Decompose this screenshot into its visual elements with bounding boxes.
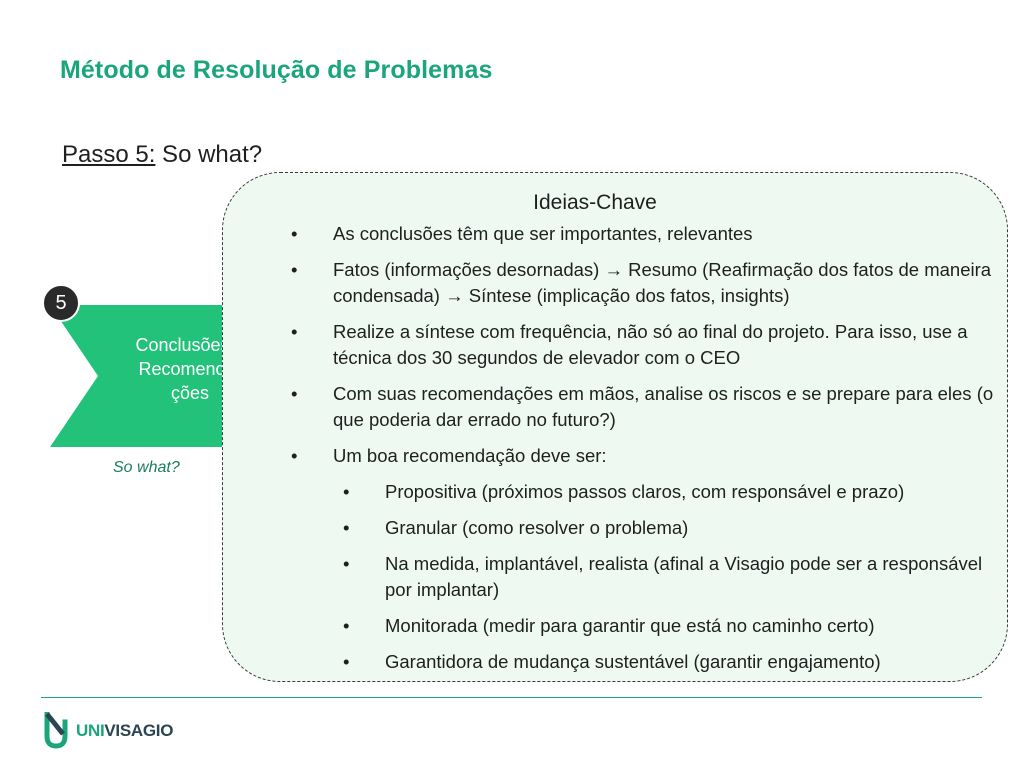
bullet-item: • Realize a síntese com frequência, não s… bbox=[291, 319, 999, 371]
chevron-label-line: Conclusões e bbox=[135, 335, 245, 355]
bullet-item: • As conclusões têm que ser importantes, … bbox=[291, 221, 999, 247]
chevron-label-line: Recomenda- bbox=[138, 359, 242, 379]
bullet-icon: • bbox=[291, 445, 298, 466]
bullet-text: Monitorada (medir para garantir que está… bbox=[385, 615, 875, 636]
bullet-text: As conclusões têm que ser importantes, r… bbox=[333, 223, 753, 244]
step-text: So what? bbox=[155, 141, 263, 168]
sub-bullet-item: • Propositiva (próximos passos claros, co… bbox=[343, 479, 999, 505]
univisagio-logo: UNIVISAGIO bbox=[42, 712, 173, 750]
logo-wordmark-visagio: VISAGIO bbox=[104, 721, 174, 740]
chevron-label-line: ções bbox=[170, 383, 210, 403]
footer-divider bbox=[41, 697, 982, 698]
bullet-text: Realize a síntese com frequência, não só… bbox=[333, 321, 968, 368]
bullet-icon: • bbox=[291, 259, 298, 280]
logo-wordmark: UNIVISAGIO bbox=[76, 721, 173, 741]
step-number-badge: 5 bbox=[42, 284, 80, 322]
key-ideas-title: Ideias-Chave bbox=[533, 191, 657, 214]
bullet-icon: • bbox=[343, 481, 350, 502]
bullet-text: Um boa recomendação deve ser: bbox=[333, 445, 607, 466]
key-ideas-list: • As conclusões têm que ser importantes, … bbox=[291, 221, 999, 685]
bullet-text: Granular (como resolver o problema) bbox=[385, 517, 689, 538]
bullet-text: Propositiva (próximos passos claros, com… bbox=[385, 481, 905, 502]
bullet-icon: • bbox=[343, 651, 350, 672]
bullet-icon: • bbox=[343, 517, 350, 538]
bullet-icon: • bbox=[343, 553, 350, 574]
logo-wordmark-uni: UNI bbox=[76, 721, 105, 740]
page-title: Método de Resolução de Problemas bbox=[60, 56, 493, 84]
step-label: Passo 5: bbox=[62, 141, 156, 168]
sub-bullet-item: • Monitorada (medir para garantir que est… bbox=[343, 613, 999, 639]
bullet-text: Fatos (informações desornadas) → Resumo … bbox=[333, 259, 992, 306]
sub-bullet-item: • Garantidora de mudança sustentável (gar… bbox=[343, 649, 999, 675]
bullet-icon: • bbox=[291, 223, 298, 244]
bullet-text: Na medida, implantável, realista (afinal… bbox=[385, 553, 983, 600]
bullet-icon: • bbox=[343, 615, 350, 636]
step-caption: So what? bbox=[113, 459, 180, 476]
sub-bullet-item: • Na medida, implantável, realista (afina… bbox=[343, 551, 999, 603]
bullet-icon: • bbox=[291, 383, 298, 404]
bullet-item: • Fatos (informações desornadas) → Resumo… bbox=[291, 257, 999, 309]
bullet-item: • Um boa recomendação deve ser: bbox=[291, 443, 999, 469]
bullet-text: Garantidora de mudança sustentável (gara… bbox=[385, 651, 881, 672]
univisagio-logo-icon bbox=[44, 712, 68, 749]
step-subtitle: Passo 5: So what? bbox=[62, 141, 262, 169]
bullet-icon: • bbox=[291, 321, 298, 342]
bullet-text: Com suas recomendações em mãos, analise … bbox=[333, 383, 994, 430]
sub-bullet-item: • Granular (como resolver o problema) bbox=[343, 515, 999, 541]
chevron-label: Conclusões e Recomenda- ções bbox=[110, 333, 270, 405]
key-ideas-box: Ideias-Chave • As conclusões têm que ser … bbox=[222, 172, 1008, 682]
bullet-item: • Com suas recomendações em mãos, analise… bbox=[291, 381, 999, 433]
